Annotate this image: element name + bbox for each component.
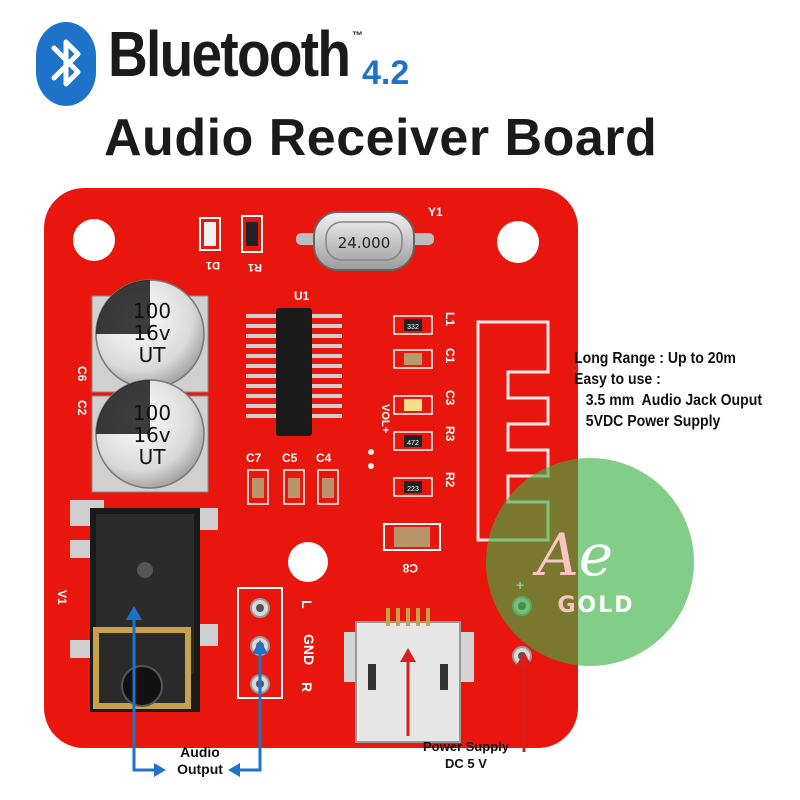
- arrow-up-icon: [252, 640, 268, 654]
- label-gnd: GND: [301, 634, 317, 665]
- label-vol: VOL+: [379, 404, 391, 433]
- smd-column: 332 472 223: [393, 315, 433, 497]
- crystal-label: 24.000: [338, 234, 391, 252]
- cap-bottom-value: 100: [133, 401, 171, 425]
- label-d1: D1: [206, 259, 220, 271]
- trademark-mark: ™: [352, 30, 363, 42]
- label-c8: C8: [402, 561, 418, 575]
- arrow-right-icon: [154, 763, 166, 777]
- crystal-oscillator: [313, 211, 415, 271]
- resistor-code-r2: 223: [407, 486, 419, 493]
- audio-output-line1: Audio: [180, 744, 220, 760]
- bluetooth-logo-icon: [36, 22, 96, 106]
- watermark-mark: Ae: [532, 521, 613, 589]
- capacitor-top: 100 16v UT: [91, 279, 209, 393]
- label-y1: Y1: [428, 205, 443, 219]
- label-c1: C1: [443, 348, 457, 364]
- label-r3: R3: [443, 426, 457, 442]
- cap-top-value: 100: [133, 299, 171, 323]
- cap-top-voltage: 16v: [133, 321, 170, 345]
- label-l1: L1: [443, 312, 457, 326]
- label-c7: C7: [246, 451, 262, 465]
- arrow-up-icon: [126, 606, 142, 620]
- feature-range: Long Range : Up to 20m: [574, 350, 736, 367]
- arrow-up-icon: [400, 648, 416, 662]
- cap-bottom-brand: UT: [139, 445, 167, 469]
- label-c3: C3: [443, 390, 457, 406]
- feature-easy: Easy to use :: [574, 371, 661, 388]
- watermark-logo: Ae GOLD: [486, 458, 694, 666]
- label-r: R: [299, 682, 315, 692]
- page-title: Audio Receiver Board: [104, 109, 658, 167]
- label-c4: C4: [316, 451, 332, 465]
- mounting-hole: [288, 542, 328, 582]
- label-l: L: [299, 600, 315, 609]
- capacitor-bottom: 100 16v UT: [91, 379, 209, 493]
- resistor-code-l1: 332: [407, 324, 419, 331]
- power-supply-line2: DC 5 V: [445, 756, 487, 771]
- feature-power: 5VDC Power Supply: [574, 413, 721, 430]
- feature-jack: 3.5 mm Audio Jack Ouput: [574, 392, 763, 409]
- audio-output-line2: Output: [177, 761, 223, 777]
- mounting-hole: [497, 221, 539, 263]
- audio-output-arrows: [132, 612, 262, 772]
- u1-chip: [246, 308, 342, 436]
- arrow-left-icon: [228, 763, 240, 777]
- label-c5: C5: [282, 451, 298, 465]
- label-u1: U1: [294, 289, 310, 303]
- audio-jack: [70, 500, 218, 712]
- feature-list: Long Range : Up to 20m Easy to use : 3.5…: [574, 348, 788, 432]
- label-r2: R2: [443, 472, 457, 488]
- label-c6: C6: [75, 366, 89, 382]
- cap-bottom-voltage: 16v: [133, 423, 170, 447]
- version-number: 4.2: [362, 54, 410, 92]
- mounting-hole: [73, 219, 115, 261]
- arrow-up-icon: [516, 652, 532, 666]
- cap-top-brand: UT: [139, 343, 167, 367]
- watermark-text: GOLD: [557, 593, 634, 618]
- label-r1: R1: [248, 261, 262, 273]
- label-c2: C2: [75, 400, 89, 416]
- brand-title: Bluetooth: [108, 18, 351, 90]
- resistor-code-r3: 472: [407, 440, 419, 447]
- power-supply-line1: Power Supply: [423, 739, 509, 754]
- power-supply-callout: Power Supply DC 5 V: [410, 738, 522, 772]
- label-v1: V1: [55, 590, 69, 605]
- audio-output-callout: Audio Output: [164, 744, 236, 778]
